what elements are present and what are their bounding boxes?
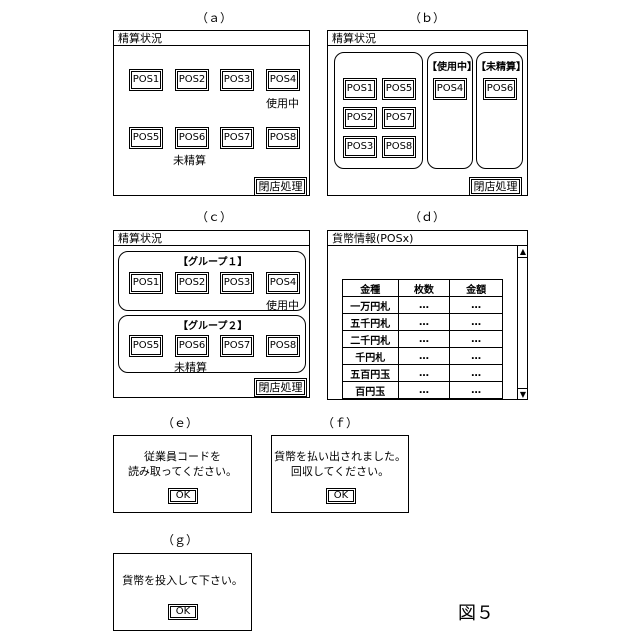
dialog-e-line1: 従業員コードを (114, 449, 251, 464)
header-denomination: 金種 (343, 280, 399, 297)
pos1-button[interactable]: POS1 (343, 78, 377, 100)
cell-denomination: 五千円札 (343, 314, 399, 331)
pos5-button[interactable]: POS5 (129, 335, 163, 357)
caption-b: （ｂ） (407, 9, 447, 26)
pos7-button[interactable]: POS7 (220, 335, 254, 357)
close-store-button[interactable]: 閉店処理 (469, 177, 522, 196)
pos4-button[interactable]: POS4 (433, 78, 467, 100)
group-2-label: 【グループ２】 (178, 317, 247, 332)
table-row: 一万円札…… (343, 297, 503, 314)
pos2-button[interactable]: POS2 (175, 272, 209, 294)
cell-amount: … (450, 331, 503, 348)
dialog-f-line2: 回収してください。 (272, 464, 408, 479)
table-row: 五千円札…… (343, 314, 503, 331)
table-row: 五百円玉…… (343, 365, 503, 382)
pos8-button[interactable]: POS8 (266, 127, 300, 149)
caption-c: （ｃ） (194, 208, 234, 225)
cell-count: … (398, 297, 450, 314)
cell-count: … (398, 331, 450, 348)
scrollbar[interactable]: ▲ ▼ (517, 246, 528, 400)
cell-count: … (398, 365, 450, 382)
ok-button[interactable]: OK (168, 604, 198, 620)
pos3-button[interactable]: POS3 (220, 272, 254, 294)
cell-amount: … (450, 348, 503, 365)
cell-amount: … (450, 297, 503, 314)
cell-denomination: 一万円札 (343, 297, 399, 314)
pos6-button[interactable]: POS6 (175, 335, 209, 357)
cell-denomination: 五百円玉 (343, 365, 399, 382)
ok-button[interactable]: OK (326, 488, 356, 504)
pos3-button[interactable]: POS3 (343, 136, 377, 158)
unsettled-label: 【未精算】 (476, 58, 526, 73)
pos2-button[interactable]: POS2 (343, 107, 377, 129)
cell-denomination: 百円玉 (343, 382, 399, 399)
pos6-unsettled-note: 未精算 (174, 359, 207, 375)
table-row: 百円玉…… (343, 382, 503, 399)
in-use-label: 【使用中】 (427, 58, 477, 73)
table-row: 千円札…… (343, 348, 503, 365)
dialog-g-line1: 貨幣を投入して下さい。 (114, 573, 251, 588)
ok-button[interactable]: OK (168, 488, 198, 504)
caption-g: （ｇ） (160, 531, 200, 548)
header-amount: 金額 (450, 280, 503, 297)
panel-b-title: 精算状況 (328, 31, 527, 46)
table-header-row: 金種 枚数 金額 (343, 280, 503, 297)
panel-a-title: 精算状況 (114, 31, 309, 46)
cell-amount: … (450, 382, 503, 399)
cell-count: … (398, 314, 450, 331)
pos1-button[interactable]: POS1 (129, 272, 163, 294)
caption-f: （ｆ） (320, 414, 360, 431)
pos5-button[interactable]: POS5 (382, 78, 416, 100)
dialog-f-dispensed: 貨幣を払い出されました。 回収してください。 OK (271, 435, 409, 513)
panel-a-settlement-status: 精算状況 POS1 POS2 POS3 POS4 使用中 POS5 POS6 P… (113, 30, 310, 196)
cell-amount: … (450, 365, 503, 382)
cell-amount: … (450, 314, 503, 331)
pos2-button[interactable]: POS2 (175, 69, 209, 91)
scroll-up-arrow-icon[interactable]: ▲ (518, 246, 528, 258)
dialog-e-line2: 読み取ってください。 (114, 464, 251, 479)
panel-b-settlement-status: 精算状況 POS1 POS5 POS2 POS7 POS3 POS8 【使用中】… (327, 30, 528, 196)
cell-denomination: 千円札 (343, 348, 399, 365)
pos7-button[interactable]: POS7 (220, 127, 254, 149)
panel-c-settlement-status: 精算状況 【グループ１】 POS1 POS2 POS3 POS4 使用中 【グル… (113, 230, 310, 398)
close-store-button[interactable]: 閉店処理 (254, 378, 307, 397)
pos1-button[interactable]: POS1 (129, 69, 163, 91)
currency-table: 金種 枚数 金額 一万円札…… 五千円札…… 二千円札…… 千円札…… 五百円玉… (342, 279, 503, 399)
pos5-button[interactable]: POS5 (129, 127, 163, 149)
pos6-button[interactable]: POS6 (483, 78, 517, 100)
caption-e: （ｅ） (160, 414, 200, 431)
panel-d-currency-info: 貨幣情報(POSx) ▲ ▼ 金種 枚数 金額 一万円札…… 五千円札…… 二千… (327, 230, 528, 400)
scroll-down-arrow-icon[interactable]: ▼ (518, 388, 528, 400)
table-row: 二千円札…… (343, 331, 503, 348)
header-count: 枚数 (398, 280, 450, 297)
pos6-unsettled-note: 未精算 (173, 152, 206, 168)
pos8-button[interactable]: POS8 (266, 335, 300, 357)
dialog-e-employee-code: 従業員コードを 読み取ってください。 OK (113, 435, 252, 513)
cell-count: … (398, 348, 450, 365)
close-store-button[interactable]: 閉店処理 (254, 177, 307, 196)
cell-denomination: 二千円札 (343, 331, 399, 348)
pos4-in-use-note: 使用中 (266, 297, 299, 313)
pos7-button[interactable]: POS7 (382, 107, 416, 129)
dialog-f-line1: 貨幣を払い出されました。 (272, 449, 408, 464)
figure-label: 図５ (458, 599, 494, 625)
caption-d: （ｄ） (407, 208, 447, 225)
pos3-button[interactable]: POS3 (220, 69, 254, 91)
cell-count: … (398, 382, 450, 399)
pos8-button[interactable]: POS8 (382, 136, 416, 158)
pos4-button[interactable]: POS4 (266, 272, 300, 294)
panel-c-title: 精算状況 (114, 231, 309, 246)
caption-a: （ａ） (194, 9, 234, 26)
pos4-in-use-note: 使用中 (266, 95, 299, 111)
pos4-button[interactable]: POS4 (266, 69, 300, 91)
group-1-label: 【グループ１】 (178, 253, 247, 268)
dialog-g-insert-money: 貨幣を投入して下さい。 OK (113, 553, 252, 631)
pos6-button[interactable]: POS6 (175, 127, 209, 149)
panel-d-title: 貨幣情報(POSx) (328, 231, 527, 246)
